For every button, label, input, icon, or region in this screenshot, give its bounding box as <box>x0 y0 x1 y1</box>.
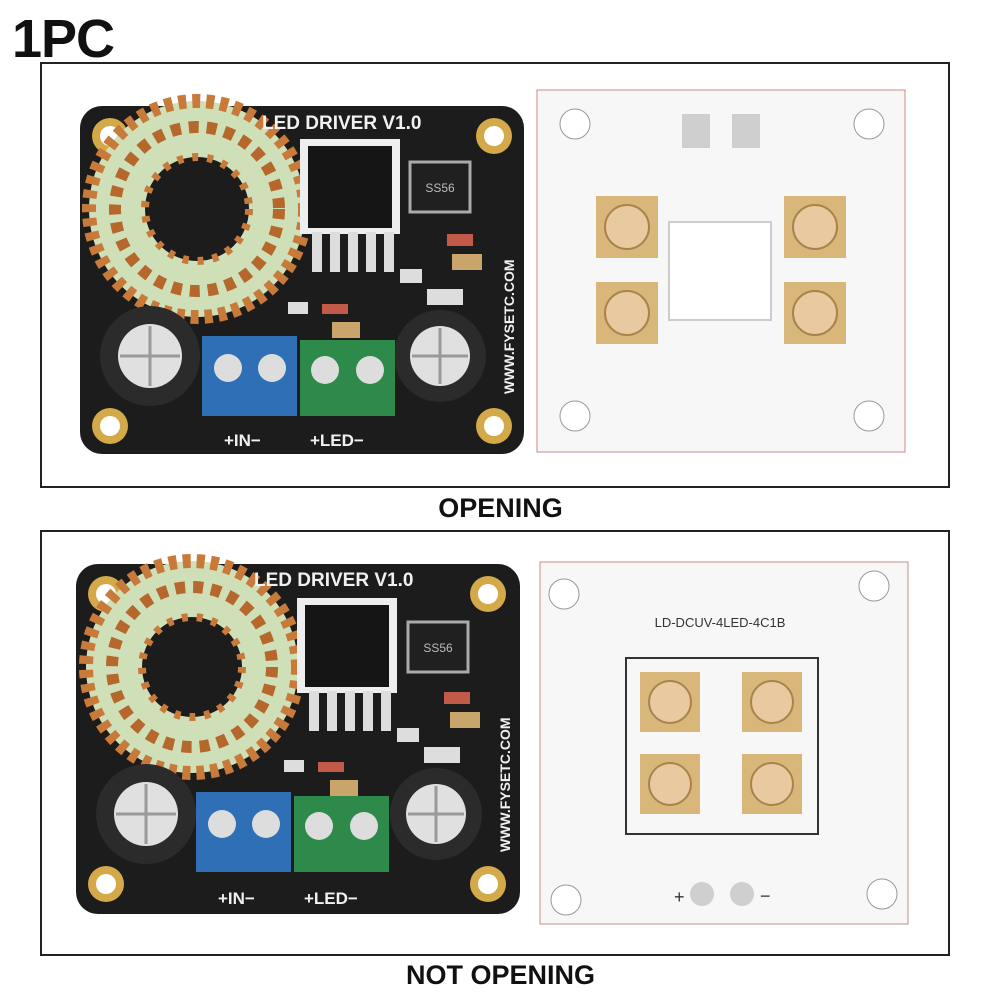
uv-led-board-with-opening <box>536 89 906 453</box>
led-output-label: +LED− <box>310 431 364 450</box>
mounting-holes <box>92 118 512 444</box>
led-board-marking: LD-DCUV-4LED-4C1B <box>655 615 786 630</box>
driver-title: LED DRIVER V1.0 <box>254 570 413 591</box>
product-photo-opening: SS56 <box>80 89 906 454</box>
led-driver-board: SS56 <box>76 554 520 914</box>
capacitor-left <box>100 306 200 406</box>
driver-url: WWW.FYSETC.COM <box>501 259 517 394</box>
schottky-diode: SS56 <box>408 160 472 214</box>
diode-marking: SS56 <box>423 641 453 655</box>
input-label: +IN− <box>224 431 261 450</box>
minus-pad-label: − <box>760 886 771 906</box>
input-label: +IN− <box>218 889 255 908</box>
led-output-label: +LED− <box>304 889 358 908</box>
input-terminal-block <box>202 336 297 416</box>
led-terminal-block <box>294 796 389 872</box>
led-driver-board: SS56 <box>80 94 524 454</box>
toroid-inductor <box>79 554 305 780</box>
led-terminal-block <box>300 340 395 416</box>
quantity-label: 1PC <box>12 9 115 69</box>
plus-pad-label: + <box>674 887 685 907</box>
schottky-diode: SS56 <box>406 620 470 674</box>
capacitor-left <box>96 764 196 864</box>
opening-caption: OPENING <box>438 493 563 523</box>
uv-led-chips <box>640 672 802 814</box>
regulator-ic <box>300 139 400 272</box>
input-terminal-block <box>196 792 291 872</box>
uv-led-board-without-opening: LD-DCUV-4LED-4C1B + − <box>539 561 909 925</box>
driver-title: LED DRIVER V1.0 <box>262 113 421 134</box>
center-opening <box>668 221 772 321</box>
product-photo-not-opening: SS56 <box>76 554 909 925</box>
capacitor-right <box>390 768 482 860</box>
regulator-ic <box>297 598 397 731</box>
diode-marking: SS56 <box>425 181 455 195</box>
uv-led-chips <box>596 196 846 344</box>
capacitor-right <box>394 310 486 402</box>
toroid-inductor <box>82 94 312 324</box>
not-opening-caption: NOT OPENING <box>405 960 595 990</box>
driver-url: WWW.FYSETC.COM <box>497 717 513 852</box>
opening-panel: SS56 <box>40 62 950 488</box>
not-opening-panel: SS56 <box>40 530 950 956</box>
